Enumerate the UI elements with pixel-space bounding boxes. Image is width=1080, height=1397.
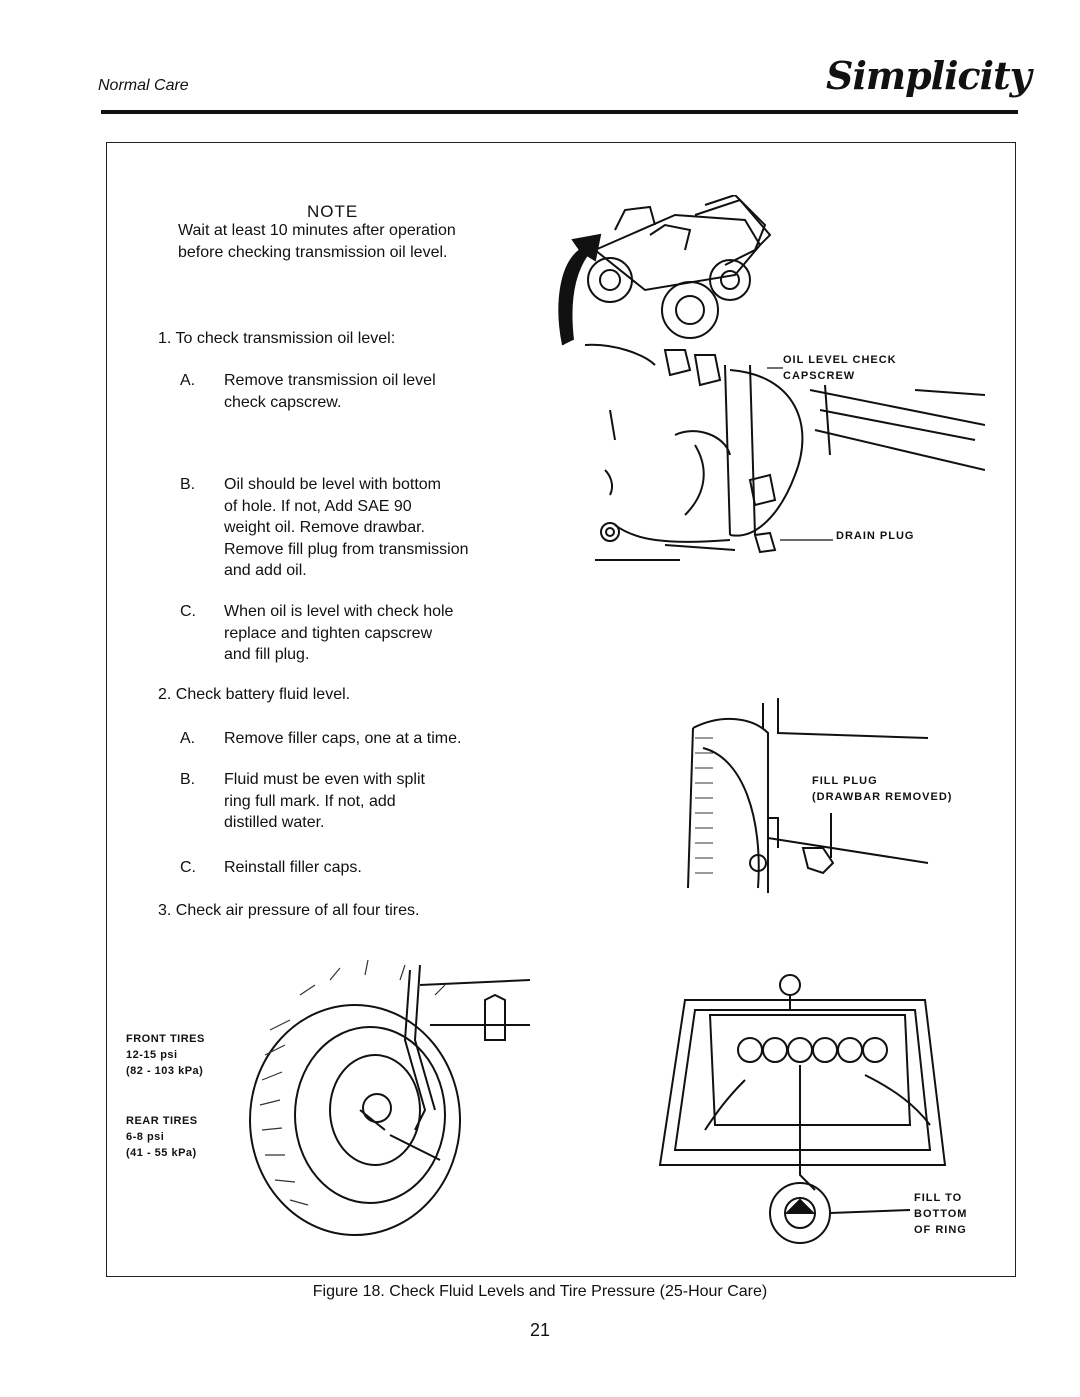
callout-line: BOTTOM bbox=[914, 1208, 968, 1220]
text-line: Fluid must be even with split bbox=[224, 771, 425, 788]
step-1c-text: When oil is level with check hole replac… bbox=[224, 601, 534, 666]
text-line: ring full mark. If not, add bbox=[224, 792, 396, 810]
callout-fill-to: FILL TO BOTTOM OF RING bbox=[914, 1190, 967, 1238]
page-number: 21 bbox=[529, 1320, 551, 1340]
note-title: NOTE bbox=[307, 202, 359, 221]
callout-line: OIL LEVEL CHECK bbox=[783, 354, 897, 366]
step-2b-text: Fluid must be even with split ring full … bbox=[224, 769, 534, 834]
step-3: 3. Check air pressure of all four tires. bbox=[158, 902, 420, 919]
step-1: 1. To check transmission oil level: bbox=[158, 330, 396, 347]
step-1b-letter: B. bbox=[180, 476, 196, 493]
text-line: Remove fill plug from transmission bbox=[224, 540, 469, 558]
header-rule bbox=[101, 110, 1018, 114]
callout-line: (DRAWBAR REMOVED) bbox=[812, 791, 953, 803]
step-2a-letter: A. bbox=[180, 730, 196, 747]
text-line: and fill plug. bbox=[224, 646, 310, 663]
callout-line: FILL TO bbox=[914, 1192, 963, 1204]
note-text: Wait at least 10 minutes after operation… bbox=[178, 220, 538, 264]
tire-label-line: 12-15 psi bbox=[126, 1049, 178, 1061]
text-line: check capscrew. bbox=[224, 393, 342, 411]
callout-line: CAPSCREW bbox=[783, 370, 856, 382]
step-2c-letter: C. bbox=[180, 859, 196, 876]
text-line: Oil should be level with bottom bbox=[224, 476, 441, 493]
step-1a-letter: A. bbox=[180, 372, 196, 389]
step-2c-text: Reinstall filler caps. bbox=[224, 859, 362, 876]
battery-illustration bbox=[658, 974, 947, 1244]
step-1c-letter: C. bbox=[180, 603, 196, 620]
step-2a-text: Remove filler caps, one at a time. bbox=[224, 730, 462, 747]
callout-oil-check: OIL LEVEL CHECK CAPSCREW bbox=[783, 352, 897, 384]
tire-label-line: (82 - 103 kPa) bbox=[126, 1065, 204, 1077]
step-1b-text: Oil should be level with bottom of hole.… bbox=[224, 474, 534, 582]
step-2b-letter: B. bbox=[180, 771, 196, 788]
tire-pressure-illustration bbox=[249, 959, 531, 1236]
text-line: Remove transmission oil level bbox=[224, 372, 436, 389]
rear-tires-label: REAR TIRES 6-8 psi (41 - 55 kPa) bbox=[126, 1113, 198, 1161]
text-line: When oil is level with check hole bbox=[224, 603, 454, 620]
step-2: 2. Check battery fluid level. bbox=[158, 686, 351, 703]
callout-line: FILL PLUG bbox=[812, 775, 878, 787]
tire-label-line: REAR TIRES bbox=[126, 1115, 198, 1127]
brand-logo: Simplicity bbox=[826, 53, 1032, 98]
note-line: before checking transmission oil level. bbox=[178, 244, 448, 261]
figure-frame bbox=[106, 142, 1016, 1277]
tire-label-line: FRONT TIRES bbox=[126, 1033, 205, 1045]
callout-fill-plug: FILL PLUG (DRAWBAR REMOVED) bbox=[812, 773, 952, 805]
note-line: Wait at least 10 minutes after operation bbox=[178, 222, 456, 239]
step-1a-text: Remove transmission oil level check caps… bbox=[224, 370, 534, 413]
text-line: of hole. If not, Add SAE 90 bbox=[224, 497, 412, 515]
section-title: Normal Care bbox=[98, 77, 189, 94]
text-line: replace and tighten capscrew bbox=[224, 624, 433, 642]
tire-label-line: 6-8 psi bbox=[126, 1131, 165, 1143]
fill-plug-illustration bbox=[687, 698, 929, 893]
callout-drain-plug: DRAIN PLUG bbox=[836, 530, 915, 542]
tire-label-line: (41 - 55 kPa) bbox=[126, 1147, 197, 1159]
callout-line: OF RING bbox=[914, 1224, 967, 1236]
text-line: and add oil. bbox=[224, 562, 307, 579]
text-line: weight oil. Remove drawbar. bbox=[224, 519, 425, 536]
front-tires-label: FRONT TIRES 12-15 psi (82 - 103 kPa) bbox=[126, 1031, 205, 1079]
figure-caption: Figure 18. Check Fluid Levels and Tire P… bbox=[312, 1283, 768, 1300]
text-line: distilled water. bbox=[224, 814, 325, 831]
tractor-transmission-illustration bbox=[558, 195, 985, 561]
